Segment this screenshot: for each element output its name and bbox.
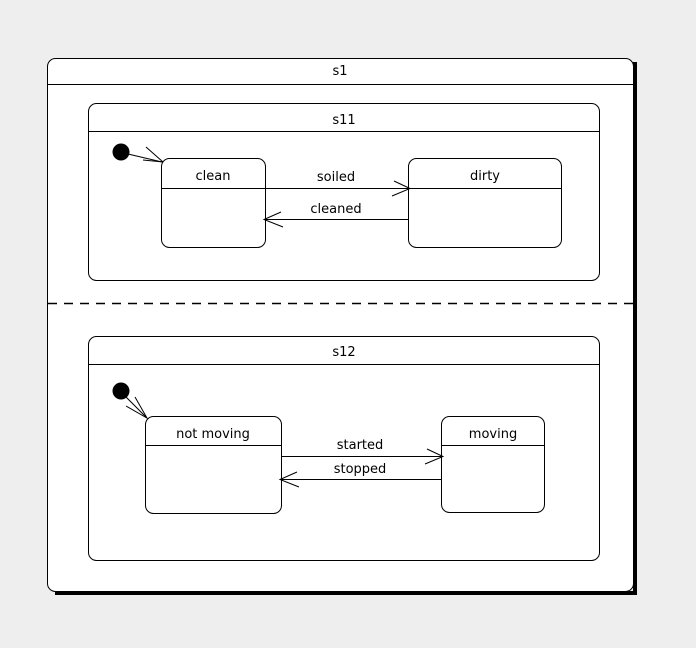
state-clean[interactable]: clean xyxy=(161,158,266,248)
not-moving-frame[interactable] xyxy=(145,416,282,514)
region-s12[interactable]: s12 not moving moving xyxy=(88,336,600,561)
s12-initial-transition-arrowhead xyxy=(125,396,149,420)
soiled-label: soiled xyxy=(317,170,355,185)
region-s11[interactable]: s11 clean dirty xyxy=(88,103,600,281)
dirty-label: dirty xyxy=(470,169,500,184)
transition-cleaned[interactable]: cleaned xyxy=(262,202,409,228)
clean-frame[interactable] xyxy=(161,158,266,248)
transition-soiled[interactable]: soiled xyxy=(265,170,412,197)
dirty-frame[interactable] xyxy=(408,158,562,248)
moving-frame[interactable] xyxy=(441,416,545,513)
transition-started[interactable]: started xyxy=(281,438,445,465)
s12-title-label: s12 xyxy=(332,345,355,360)
s1-title-label: s1 xyxy=(332,64,347,79)
initial-pseudostate-icon[interactable] xyxy=(112,143,130,161)
cleaned-arrowhead xyxy=(262,211,284,228)
state-not-moving[interactable]: not moving xyxy=(145,416,282,514)
started-arrowhead xyxy=(424,448,445,465)
stopped-label: stopped xyxy=(334,462,387,477)
moving-label: moving xyxy=(469,427,517,442)
clean-label: clean xyxy=(196,169,231,184)
state-moving[interactable]: moving xyxy=(441,416,545,513)
initial-pseudostate-icon[interactable] xyxy=(112,382,130,400)
soiled-arrowhead xyxy=(391,180,412,197)
cleaned-label: cleaned xyxy=(310,202,361,217)
s12-initial-transition-line xyxy=(125,396,147,418)
transition-stopped[interactable]: stopped xyxy=(278,462,442,488)
stopped-arrowhead xyxy=(278,471,300,488)
s11-title-label: s11 xyxy=(332,113,355,128)
s11-initial-transition-line xyxy=(127,153,163,163)
state-dirty[interactable]: dirty xyxy=(408,158,562,248)
s12-initial-pseudostate[interactable] xyxy=(112,382,149,420)
not-moving-label: not moving xyxy=(176,427,250,442)
started-label: started xyxy=(337,438,384,453)
